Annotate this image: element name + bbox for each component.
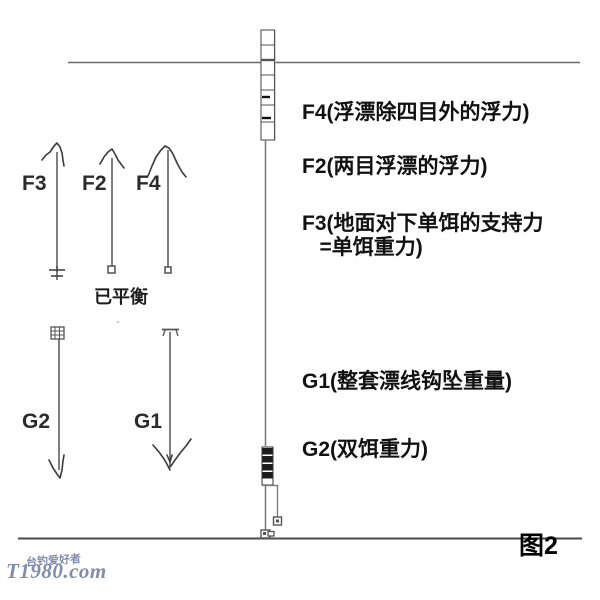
vector-label-F4: F4 <box>136 172 161 195</box>
watermark-domain: T1980.com <box>6 559 107 583</box>
vector-arrow-G1 <box>152 328 192 471</box>
legend-item-F2: F2(两目浮漂的浮力) <box>302 155 488 178</box>
vector-arrow-G2 <box>48 326 65 479</box>
fishing-float <box>260 29 276 141</box>
vector-arrow-F3 <box>41 142 65 280</box>
legend-item-G1: G1(整套漂线钩坠重量) <box>302 370 512 393</box>
legend-item-G2: G2(双饵重力) <box>302 438 428 461</box>
vector-label-G1: G1 <box>134 410 163 433</box>
figure-caption: 图2 <box>519 532 558 560</box>
legend-item-F3: F3(地面对下单饵的支持力 =单饵重力) <box>302 212 544 260</box>
vector-label-F3: F3 <box>22 172 47 195</box>
lower-line-segment <box>262 484 279 537</box>
vector-arrow-F2 <box>99 148 125 274</box>
lead-sinker <box>261 446 274 486</box>
hook-with-bait-upper <box>272 516 283 526</box>
legend-item-F4: F4(浮漂除四目外的浮力) <box>302 101 530 124</box>
scan-speck <box>117 321 119 323</box>
vector-label-G2: G2 <box>22 410 51 433</box>
vector-label-F2: F2 <box>82 172 107 195</box>
hook-with-bait-lower <box>260 529 275 539</box>
vector-arrow-F4 <box>147 145 187 274</box>
site-watermark: T1980.com 台钓爱好者 <box>6 552 107 583</box>
balance-annotation: 已平衡 <box>94 287 148 307</box>
